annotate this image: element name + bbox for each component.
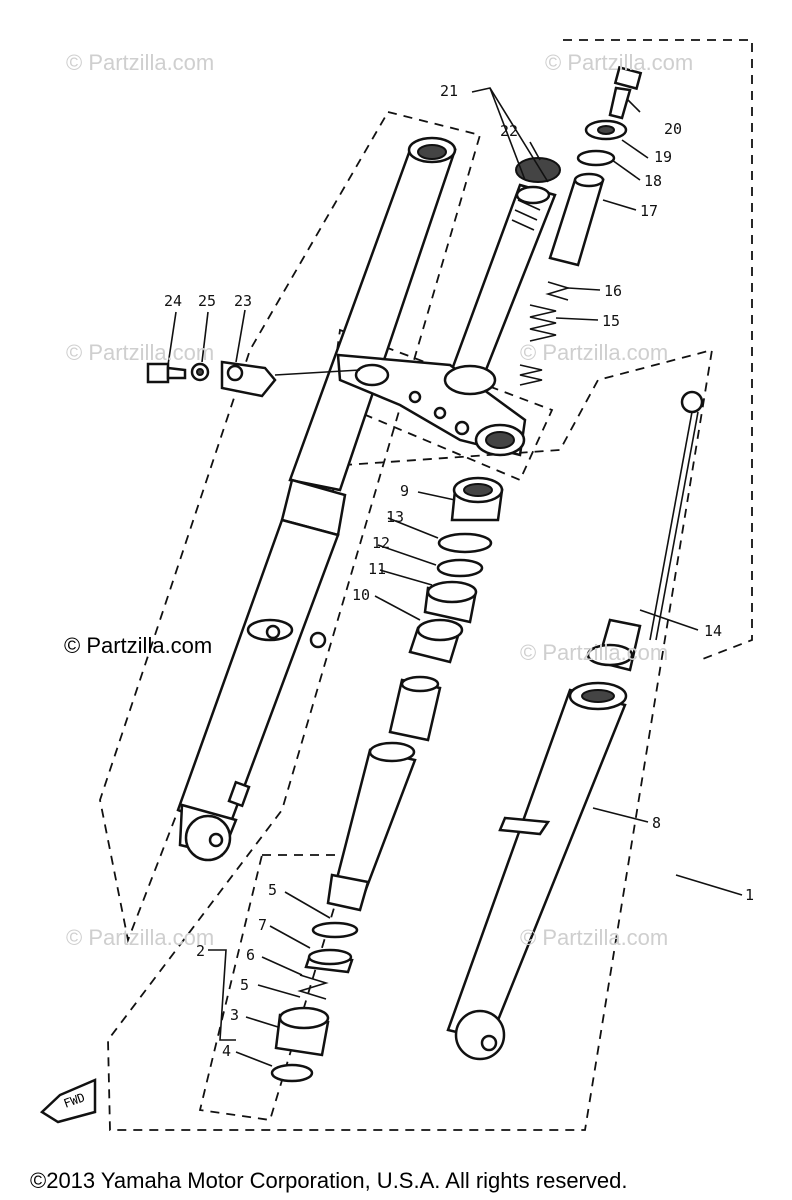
callout-25: 25 — [198, 292, 216, 310]
parts-23-25-bolt-clamp — [146, 360, 361, 398]
callout-13: 13 — [386, 508, 404, 526]
under-bracket — [336, 353, 527, 457]
upper-right-dashed-outline — [563, 39, 753, 661]
parts-3-7-spring-set — [270, 921, 359, 1083]
parts-15-20-stack — [519, 65, 643, 386]
watermark-dark: © Partzilla.com — [64, 633, 213, 658]
callout-16: 16 — [604, 282, 622, 300]
callout-1: 1 — [745, 886, 754, 904]
watermark: © Partzilla.com — [520, 925, 669, 950]
watermark: © Partzilla.com — [66, 925, 215, 950]
watermark: © Partzilla.com — [520, 340, 669, 365]
callout-5: 5 — [268, 881, 277, 899]
damper-rod — [326, 675, 442, 912]
callout-6: 6 — [246, 946, 255, 964]
watermark: © Partzilla.com — [66, 340, 215, 365]
callout-3: 3 — [230, 1006, 239, 1024]
callout-21: 21 — [440, 82, 458, 100]
callout-18: 18 — [644, 172, 662, 190]
callout-10: 10 — [352, 586, 370, 604]
fwd-label: FWD — [62, 1090, 87, 1111]
parts-9-13-seals — [408, 476, 504, 664]
right-fork-assembly — [446, 390, 704, 1061]
callout-15: 15 — [602, 312, 620, 330]
callout-7: 7 — [258, 916, 267, 934]
left-fork-assembly — [176, 136, 457, 862]
callout-24: 24 — [164, 292, 182, 310]
callout-5b: 5 — [240, 976, 249, 994]
callout-22: 22 — [500, 122, 518, 140]
callout-9: 9 — [400, 482, 409, 500]
callout-numbers: 1 2 3 4 5 6 7 5 8 9 10 11 12 13 14 15 16… — [164, 82, 754, 1060]
watermark: © Partzilla.com — [66, 50, 215, 75]
callout-20: 20 — [664, 120, 682, 138]
callout-2: 2 — [196, 942, 205, 960]
callout-12: 12 — [372, 534, 390, 552]
callout-4: 4 — [222, 1042, 231, 1060]
callout-23: 23 — [234, 292, 252, 310]
callout-19: 19 — [654, 148, 672, 166]
watermark: © Partzilla.com — [545, 50, 694, 75]
leader-lines — [167, 87, 743, 1067]
callout-8: 8 — [652, 814, 661, 832]
fwd-arrow: FWD — [39, 1078, 97, 1124]
callout-14: 14 — [704, 622, 722, 640]
callout-17: 17 — [640, 202, 658, 220]
callout-11: 11 — [368, 560, 386, 578]
watermark: © Partzilla.com — [520, 640, 669, 665]
left-fork-dashed-outline — [99, 110, 714, 1131]
copyright-notice: ©2013 Yamaha Motor Corporation, U.S.A. A… — [30, 1168, 628, 1193]
